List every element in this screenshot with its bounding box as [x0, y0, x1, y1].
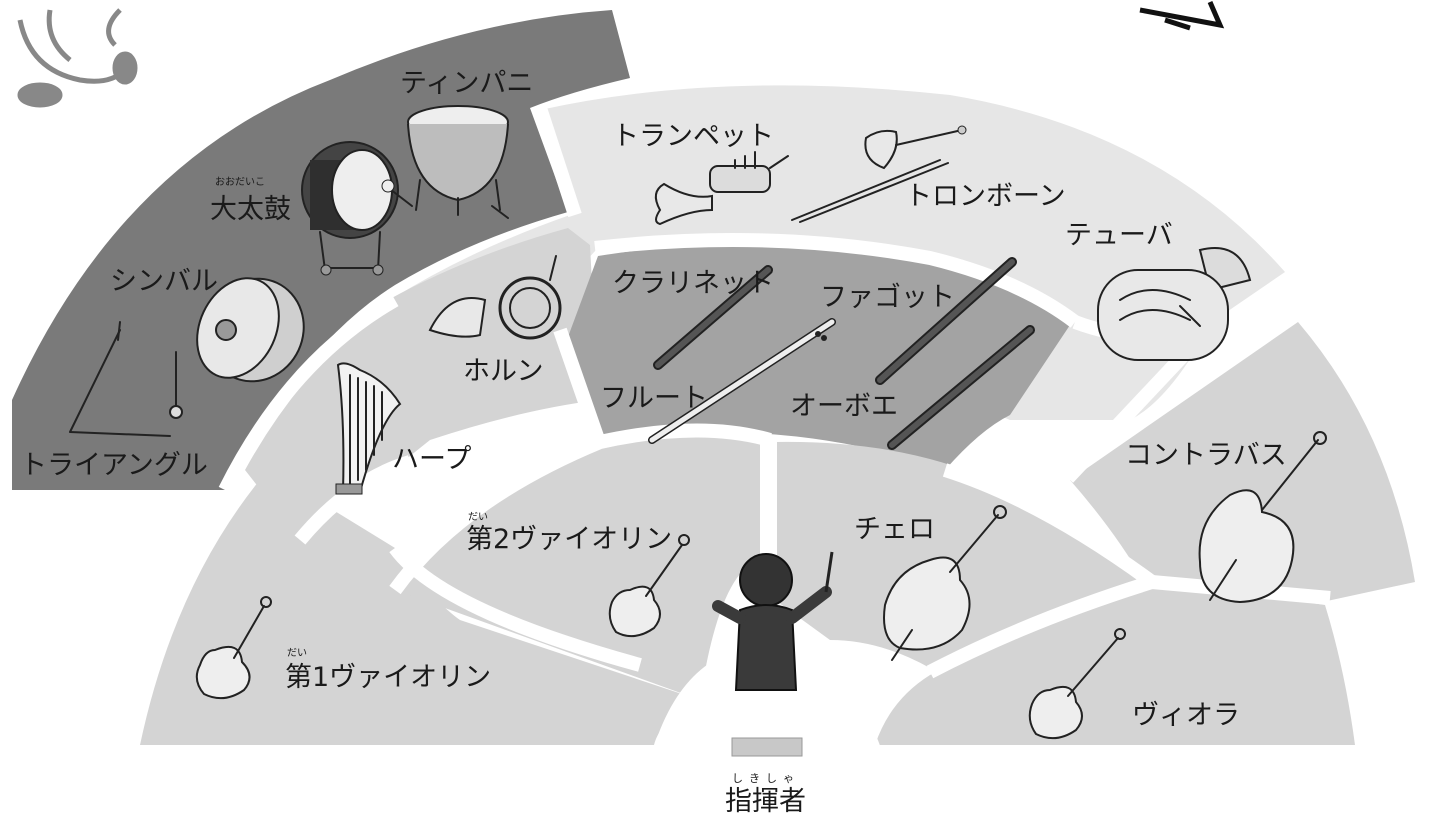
podium-arc: [650, 645, 885, 760]
section-separators: [218, 105, 1331, 679]
harp-label: ハープ: [392, 444, 471, 475]
trumpet-label: トランペット: [612, 121, 774, 152]
flute-label: フルート: [600, 383, 708, 414]
tuba-icon: [1097, 247, 1252, 361]
oboe-icon: [887, 325, 1035, 450]
cymbal-icon: [196, 277, 305, 383]
outer-strings-region: [140, 470, 700, 745]
second-violin-ruby: だい: [468, 511, 488, 523]
decorative-swirl-icon: [17, 8, 138, 108]
viola-icon: [1028, 628, 1126, 740]
timpani-label: ティンパニ: [400, 68, 533, 99]
trumpet-icon: [654, 151, 789, 226]
triangle-icon: [69, 321, 183, 437]
decorative-pen-icon: [1139, 1, 1225, 31]
contrabass-label: コントラバス: [1125, 440, 1287, 471]
flute-icon: [648, 318, 836, 444]
first-violin-ruby: だい: [287, 647, 307, 659]
conductor-label: 指揮者: [725, 786, 806, 814]
bass-drum-label: 大太鼓: [210, 194, 291, 225]
horn-label: ホルン: [463, 356, 543, 387]
first-violin-label: 第1ヴァイオリン: [285, 662, 491, 693]
bassoon-label: ファゴット: [820, 282, 955, 313]
timpani-icon: [407, 105, 509, 219]
cello-label: チェロ: [854, 514, 935, 545]
horn-icon: [428, 255, 562, 340]
first-violin-icon: [195, 596, 272, 700]
viola-label: ヴィオラ: [1132, 700, 1240, 731]
conductor-icon: [712, 551, 834, 757]
triangle-label: トライアングル: [20, 450, 208, 481]
contrabass-icon: [1198, 431, 1327, 604]
bass-drum-icon: [301, 141, 413, 276]
contrabass-region: [1070, 322, 1415, 635]
second-violin-label: 第2ヴァイオリン: [466, 524, 672, 555]
clarinet-label: クラリネット: [612, 268, 774, 299]
trombone-icon: [791, 125, 967, 223]
outer-strings-right-region: [875, 580, 1355, 745]
tuba-label: テューバ: [1065, 220, 1173, 251]
trombone-label: トロンボーン: [905, 181, 1066, 212]
bassoon-icon: [875, 257, 1017, 385]
oboe-label: オーボエ: [790, 391, 898, 422]
cello-icon: [883, 505, 1007, 661]
harp-icon: [335, 362, 402, 495]
clarinet-icon: [653, 265, 773, 370]
bass-drum-ruby: おおだいこ: [215, 176, 265, 188]
second-violin-icon: [608, 534, 690, 638]
conductor-ruby: しきしゃ: [732, 772, 800, 785]
cymbal-label: シンバル: [110, 266, 218, 297]
